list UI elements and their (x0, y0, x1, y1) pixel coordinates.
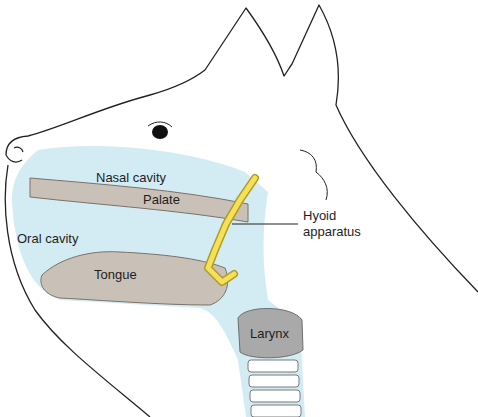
tongue-shape (41, 252, 228, 305)
part-label: Larynx (250, 326, 289, 342)
head-outline (6, 5, 478, 292)
larynx-shape (238, 308, 303, 357)
leader-line (232, 224, 298, 225)
part-label: Tongue (94, 267, 137, 283)
nose (6, 147, 23, 162)
part-label: Oral cavity (17, 231, 78, 247)
ear-fold (300, 150, 327, 200)
part-label: Palate (143, 192, 180, 208)
trachea-rings (248, 360, 301, 417)
part-label: Nasal cavity (96, 170, 166, 186)
cavity-region (12, 146, 305, 417)
hyoid-bones (208, 178, 255, 282)
part-label: Hyoid apparatus (303, 208, 387, 240)
eye (152, 125, 168, 139)
eyelid (148, 122, 172, 127)
